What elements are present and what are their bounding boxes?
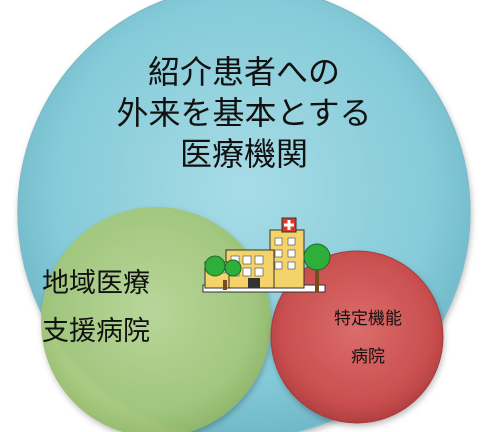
hospital-building-icon (202, 217, 331, 293)
outer-circle-label-line: 医療機関 (179, 135, 308, 173)
outer-circle-label-line: 紹介患者への (147, 53, 340, 91)
special-circle (270, 250, 444, 424)
special-circle-label-line: 病院 (351, 347, 385, 367)
support-circle-label-line: 支援病院 (42, 316, 150, 347)
support-circle-label: 地域医療 支援病院 (42, 260, 212, 356)
special-circle-label: 特定機能 病院 (318, 300, 418, 376)
outer-circle-label: 紹介患者への 外来を基本とする 医療機関 (44, 52, 444, 175)
outer-circle-label-line: 外来を基本とする (116, 94, 372, 132)
special-circle-label-line: 特定機能 (334, 309, 402, 329)
support-circle-label-line: 地域医療 (42, 268, 150, 299)
